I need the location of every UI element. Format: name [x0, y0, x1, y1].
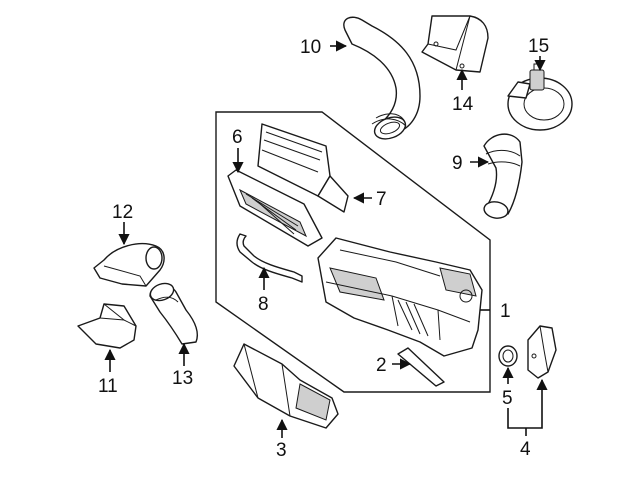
maf-sensor-part[interactable] — [507, 63, 573, 131]
callout-3: 3 — [276, 440, 287, 461]
grommet-part[interactable] — [498, 345, 518, 367]
outlet-hose-part[interactable] — [483, 133, 523, 220]
callout-1: 1 — [500, 301, 511, 322]
intake-hose-part[interactable] — [148, 280, 198, 345]
callout-11: 11 — [98, 376, 118, 397]
outlet-tube-part[interactable] — [343, 16, 421, 143]
air-filter-part[interactable] — [227, 169, 323, 247]
inlet-bracket-part[interactable] — [77, 303, 137, 349]
callout-13: 13 — [172, 368, 193, 389]
callout-5: 5 — [502, 388, 513, 409]
callout-6: 6 — [232, 127, 243, 148]
heat-shield-part[interactable] — [421, 15, 489, 73]
callout-labels: 10 14 15 9 6 7 8 1 2 3 12 11 13 5 4 — [98, 36, 549, 461]
callout-8: 8 — [258, 294, 269, 315]
callout-9: 9 — [452, 153, 463, 174]
housing-cover-part[interactable] — [257, 123, 349, 213]
callout-14: 14 — [452, 94, 474, 115]
leader-lines — [104, 40, 548, 438]
assembly-boundary — [215, 111, 491, 393]
callout-12: 12 — [112, 202, 133, 223]
callout-4: 4 — [520, 439, 531, 460]
inlet-duct-part[interactable] — [93, 242, 165, 287]
callout-15: 15 — [528, 36, 549, 57]
small-hose-part[interactable] — [236, 233, 303, 283]
lower-duct-part[interactable] — [233, 343, 339, 429]
housing-part[interactable] — [317, 237, 483, 357]
callout-10: 10 — [300, 37, 321, 58]
callout-2: 2 — [376, 355, 387, 376]
callout-7: 7 — [376, 189, 387, 210]
sensor-bracket-part[interactable] — [527, 325, 557, 379]
seal-part[interactable] — [397, 347, 445, 387]
